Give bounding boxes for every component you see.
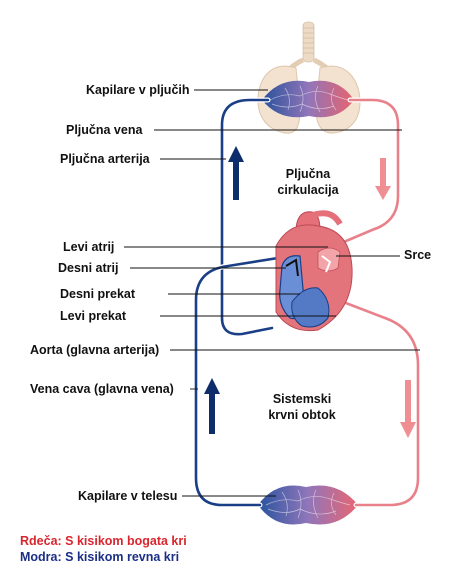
arrow-down-systemic bbox=[400, 380, 416, 438]
lungs-illustration bbox=[257, 21, 361, 134]
label-vena-cava: Vena cava (glavna vena) bbox=[30, 382, 174, 396]
label-capillaries-body: Kapilare v telesu bbox=[78, 489, 178, 503]
legend-oxygen-rich: Rdeča: S kisikom bogata kri bbox=[20, 534, 187, 548]
label-aorta: Aorta (glavna arterija) bbox=[30, 343, 160, 357]
heart-illustration bbox=[275, 210, 353, 332]
systemic-circulation-line2: krvni obtok bbox=[268, 407, 336, 422]
label-right-atrium: Desni atrij bbox=[58, 261, 119, 275]
pulmonary-artery-vessel bbox=[219, 97, 275, 337]
lung-capillaries bbox=[262, 80, 354, 118]
vena-cava-vessel bbox=[193, 255, 281, 508]
arrow-up-systemic bbox=[204, 378, 220, 434]
arrow-up-pulmonary bbox=[228, 146, 244, 200]
systemic-circulation-line1: Sistemski bbox=[272, 392, 332, 406]
pulmonary-circulation-line2: cirkulacija bbox=[277, 182, 339, 197]
body-capillaries bbox=[258, 485, 358, 525]
flow-arrows bbox=[204, 146, 416, 438]
systemic-circulation-title: Sistemski krvni obtok bbox=[252, 392, 352, 423]
pulmonary-circulation-title: Pljučna cirkulacija bbox=[268, 167, 348, 198]
arrow-down-pulmonary bbox=[375, 158, 391, 200]
leader-lines bbox=[124, 89, 420, 497]
label-pulmonary-vein: Pljučna vena bbox=[66, 123, 143, 137]
label-left-ventricle: Levi prekat bbox=[60, 309, 127, 323]
label-right-ventricle: Desni prekat bbox=[60, 287, 136, 301]
legend-oxygen-poor: Modra: S kisikom revna kri bbox=[20, 550, 180, 564]
label-pulmonary-artery: Pljučna arterija bbox=[60, 152, 150, 166]
label-heart: Srce bbox=[404, 248, 432, 262]
label-capillaries-lungs: Kapilare v pljučih bbox=[86, 83, 190, 97]
pulmonary-circulation-line1: Pljučna bbox=[285, 167, 331, 181]
label-left-atrium: Levi atrij bbox=[63, 240, 115, 254]
